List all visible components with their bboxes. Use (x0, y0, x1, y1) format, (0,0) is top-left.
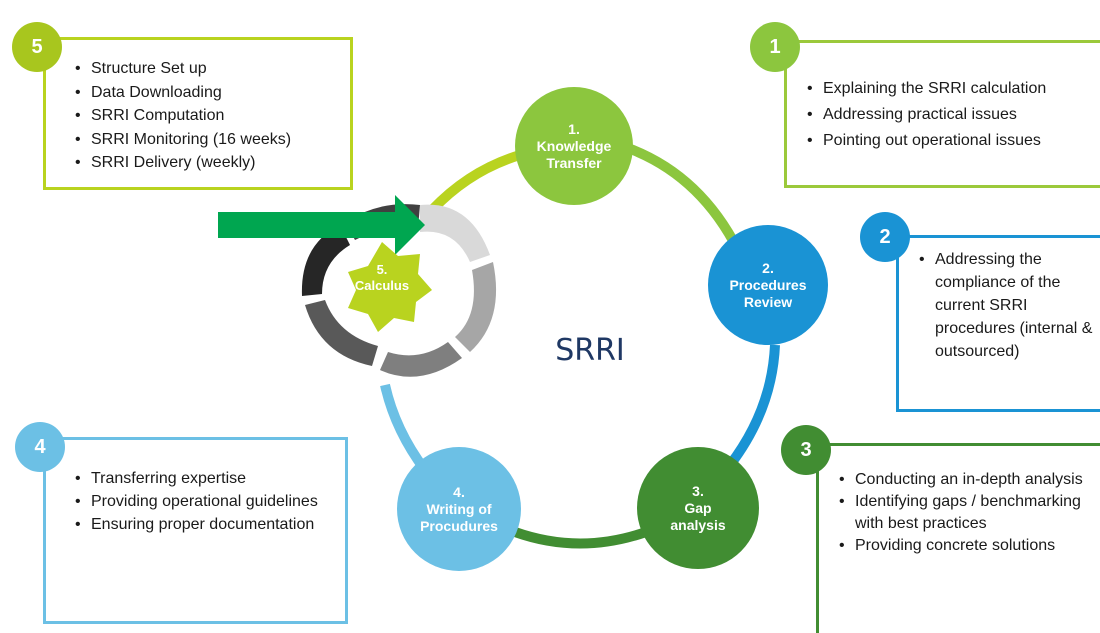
list-item: Data Downloading (75, 81, 350, 105)
list-item: Explaining the SRRI calculation (807, 76, 1100, 102)
detail-list: Transferring expertise Providing operati… (46, 440, 345, 536)
step-badge-1: 1 (750, 22, 800, 72)
list-item: Conducting an in-depth analysis (839, 469, 1100, 491)
step-name: Knowledge (536, 137, 612, 154)
list-item: SRRI Delivery (weekly) (75, 151, 350, 175)
detail-box-4: Transferring expertise Providing operati… (43, 437, 348, 624)
step-circle-procedures-review: 2. Procedures Review (708, 225, 828, 345)
step-badge-2: 2 (860, 212, 910, 262)
step-badge-3: 3 (781, 425, 831, 475)
step-name: Procudures (420, 517, 498, 534)
step-name: Procedures (729, 276, 807, 293)
step-name: Review (743, 293, 793, 310)
detail-box-1: Explaining the SRRI calculation Addressi… (784, 40, 1100, 188)
list-item: Addressing the compliance of the current… (919, 248, 1100, 363)
step-name: Writing of (426, 500, 492, 517)
step-circle-knowledge-transfer: 1. Knowledge Transfer (515, 87, 633, 205)
detail-box-2: Addressing the compliance of the current… (896, 235, 1100, 412)
arc-knowledge-to-review (626, 143, 743, 253)
list-item: SRRI Monitoring (16 weeks) (75, 128, 350, 152)
list-item: Identifying gaps / benchmarking with bes… (839, 491, 1100, 535)
arc-gap-to-writing (513, 527, 648, 549)
step-number: 4. (453, 483, 465, 500)
arc-calculus-to-knowledge (428, 150, 522, 214)
detail-box-5: Structure Set up Data Downloading SRRI C… (43, 37, 353, 190)
list-item: Structure Set up (75, 57, 350, 81)
step-name: Gap (684, 499, 712, 516)
list-item: Pointing out operational issues (807, 128, 1100, 154)
step-name: analysis (670, 516, 726, 533)
detail-list: Explaining the SRRI calculation Addressi… (787, 43, 1100, 154)
list-item: Transferring expertise (75, 467, 345, 490)
list-item: Addressing practical issues (807, 102, 1100, 128)
step-name: Transfer (546, 154, 602, 171)
step-name: Calculus (354, 278, 410, 293)
step-number: 1. (568, 120, 580, 137)
list-item: Ensuring proper documentation (75, 513, 345, 536)
step-label-calculus: 5. Calculus (342, 262, 422, 294)
list-item: SRRI Computation (75, 104, 350, 128)
step-number: 3. (692, 482, 704, 499)
arc-writing-to-calculus (380, 383, 430, 473)
arc-review-to-gap (726, 344, 780, 469)
detail-list: Structure Set up Data Downloading SRRI C… (46, 40, 350, 175)
step-badge-5: 5 (12, 22, 62, 72)
step-number: 5. (376, 262, 388, 277)
calculus-star (348, 242, 432, 332)
input-arrow (218, 195, 425, 255)
detail-box-3: Conducting an in-depth analysis Identify… (816, 443, 1100, 633)
detail-list: Conducting an in-depth analysis Identify… (819, 446, 1100, 557)
list-item: Providing operational guidelines (75, 490, 345, 513)
center-title: SRRI (555, 333, 625, 368)
step-badge-4: 4 (15, 422, 65, 472)
step-number: 2. (762, 259, 774, 276)
detail-list: Addressing the compliance of the current… (899, 238, 1100, 363)
step-circle-writing-of-procedures: 4. Writing of Procudures (397, 447, 521, 571)
step-circle-gap-analysis: 3. Gap analysis (637, 447, 759, 569)
list-item: Providing concrete solutions (839, 535, 1100, 557)
